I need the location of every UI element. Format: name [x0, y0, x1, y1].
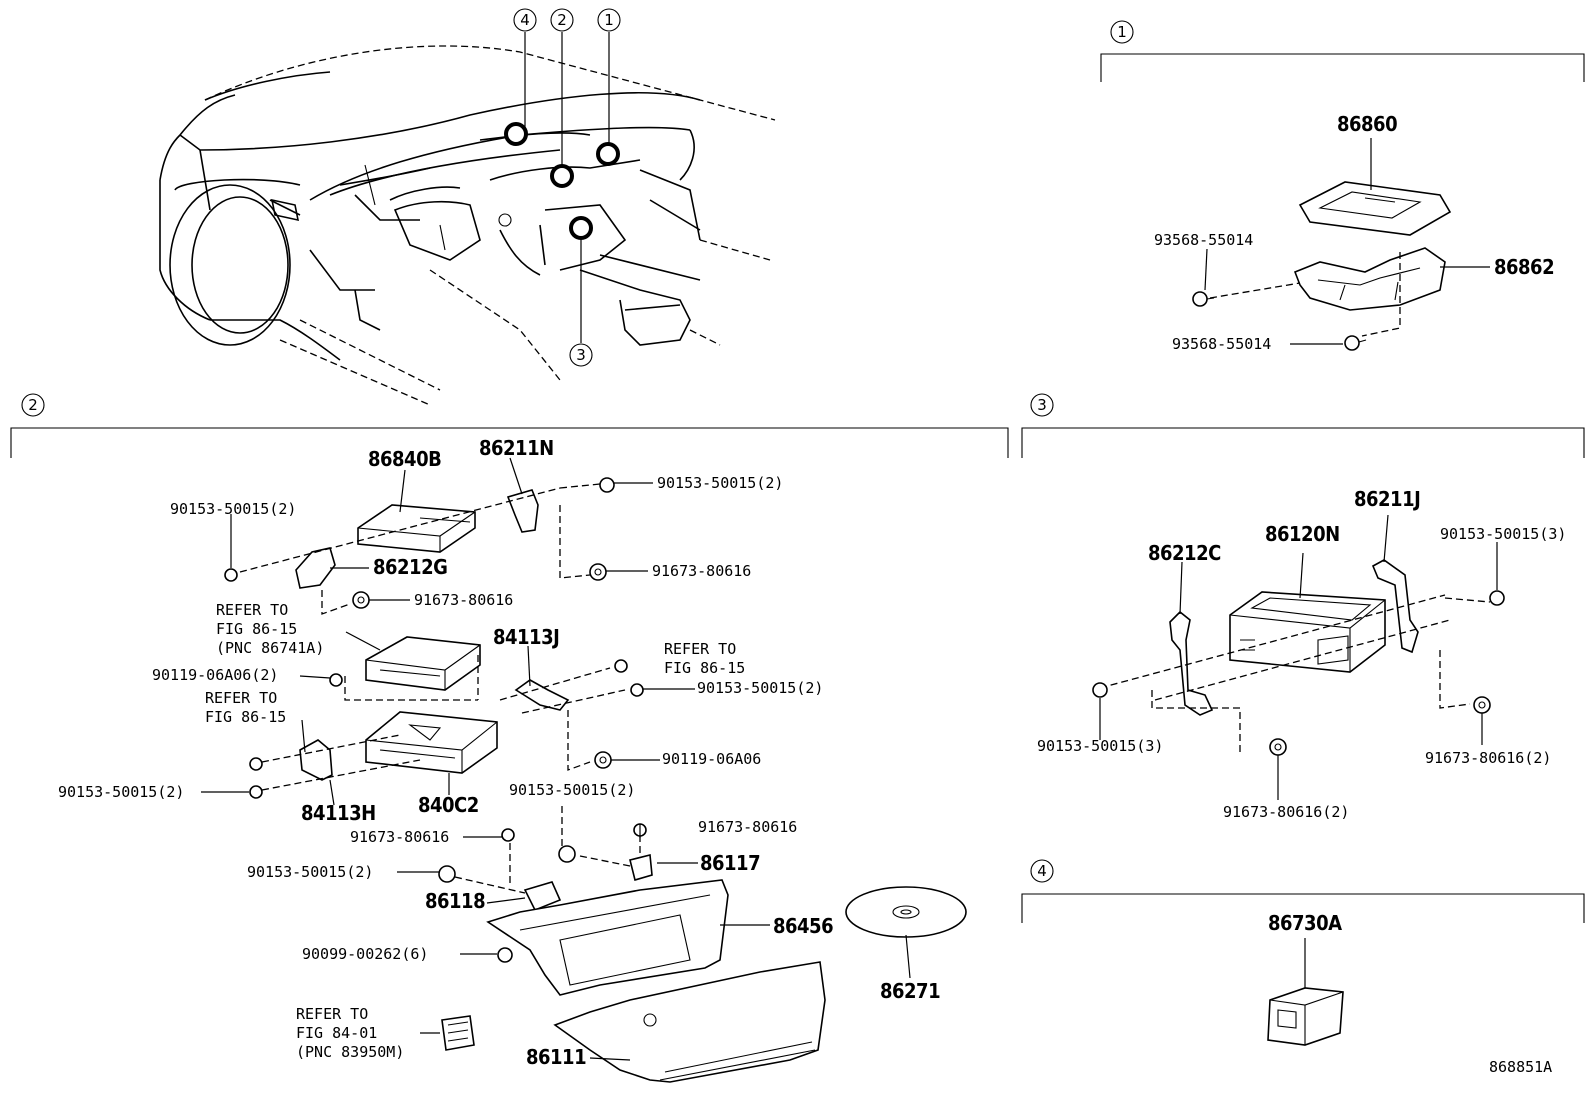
- part-86117-label: 86117: [700, 851, 760, 875]
- svg-text:4: 4: [520, 11, 530, 29]
- part-90153-50015-label: 90153-50015(3): [1440, 525, 1566, 543]
- bolt-icon: [599, 477, 615, 493]
- part-86730A-label: 86730A: [1268, 911, 1342, 935]
- part-90119-06A06-label: 90119-06A06(2): [152, 666, 278, 684]
- nut-icon: [589, 563, 607, 581]
- section-1-drawing: [1192, 138, 1490, 351]
- refer-fig-86-15-right-line1: REFER TO: [664, 640, 736, 658]
- nut-icon: [352, 591, 370, 609]
- part-86211N-label: 86211N: [479, 436, 554, 460]
- refer-83950M-line2: FIG 84-01: [296, 1024, 377, 1042]
- part-86211J-label: 86211J: [1354, 487, 1420, 511]
- refer-fig-86-15-right-line2: FIG 86-15: [664, 659, 745, 677]
- refer-83950M-line3: (PNC 83950M): [296, 1043, 404, 1061]
- part-91673-80616-label: 91673-80616(2): [1425, 749, 1551, 767]
- bolt-icon: [1092, 682, 1108, 698]
- part-90099-00262-label: 90099-00262(6): [302, 945, 428, 963]
- section-1-header: 1: [1100, 20, 1585, 82]
- overview-callout-2: 2: [550, 8, 574, 32]
- diagram-id: 868851A: [1489, 1058, 1552, 1076]
- overview-callout-1: 1: [597, 8, 621, 32]
- svg-text:2: 2: [28, 396, 38, 414]
- bolt-icon: [329, 673, 343, 687]
- bolt-icon: [630, 683, 644, 697]
- part-91673-80616-label: 91673-80616: [414, 591, 513, 609]
- section-4-drawing: [1267, 938, 1344, 1046]
- part-91673-80616-label: 91673-80616(2): [1223, 803, 1349, 821]
- refer-83950M-line1: REFER TO: [296, 1005, 368, 1023]
- part-90153-50015-label: 90153-50015(2): [247, 863, 373, 881]
- svg-text:3: 3: [1037, 396, 1047, 414]
- part-84113H-label: 84113H: [301, 801, 376, 825]
- bolt-icon: [1489, 590, 1505, 606]
- svg-text:3: 3: [576, 346, 586, 364]
- part-90153-50015-label: 90153-50015(2): [657, 474, 783, 492]
- overview-callout-3: 3: [569, 343, 593, 367]
- part-91673-80616-label: 91673-80616: [350, 828, 449, 846]
- part-86271-label: 86271: [880, 979, 940, 1003]
- part-91673-80616-label: 91673-80616: [698, 818, 797, 836]
- bolt-icon: [1192, 291, 1215, 307]
- bolt-icon: [501, 828, 515, 842]
- svg-text:2: 2: [557, 11, 567, 29]
- bolt-icon: [614, 659, 628, 673]
- part-90153-50015-label: 90153-50015(2): [170, 500, 296, 518]
- part-93568-55014-label: 93568-55014: [1172, 335, 1271, 353]
- refer-86741A-line3: (PNC 86741A): [216, 639, 324, 657]
- section-2-drawing: [201, 457, 967, 1083]
- part-86840B-label: 86840B: [368, 447, 441, 471]
- part-84113J-label: 84113J: [493, 625, 559, 649]
- overview-illustration: [159, 32, 776, 406]
- part-91673-80616-label: 91673-80616: [652, 562, 751, 580]
- nut-icon: [594, 751, 612, 769]
- part-840C2-label: 840C2: [418, 793, 479, 817]
- part-90153-50015-label: 90153-50015(3): [1037, 737, 1163, 755]
- bolt-icon: [497, 947, 513, 963]
- part-90119-06A06-label: 90119-06A06: [662, 750, 761, 768]
- part-86111-label: 86111: [526, 1045, 586, 1069]
- part-86212G-label: 86212G: [373, 555, 447, 579]
- part-90153-50015-label: 90153-50015(2): [58, 783, 184, 801]
- part-90153-50015-label: 90153-50015(2): [697, 679, 823, 697]
- overview-callout-4: 4: [513, 8, 537, 32]
- part-86118-label: 86118: [425, 889, 485, 913]
- refer-86741A-line1: REFER TO: [216, 601, 288, 619]
- refer-fig-86-15-left-line2: FIG 86-15: [205, 708, 286, 726]
- part-93568-55014-label: 93568-55014: [1154, 231, 1253, 249]
- section-4-header: 4: [1021, 859, 1585, 923]
- bolt-icon: [1344, 335, 1367, 351]
- part-86456-label: 86456: [773, 914, 833, 938]
- section-3-header: 3: [1021, 393, 1585, 458]
- svg-text:4: 4: [1037, 862, 1047, 880]
- bolt-icon: [249, 757, 263, 771]
- nut-icon: [558, 845, 576, 863]
- section-2-header: 2: [10, 393, 1009, 458]
- nut-icon: [1269, 738, 1287, 756]
- part-86212C-label: 86212C: [1148, 541, 1221, 565]
- svg-text:1: 1: [604, 11, 614, 29]
- refer-fig-86-15-left-line1: REFER TO: [205, 689, 277, 707]
- part-86860-label: 86860: [1337, 112, 1397, 136]
- refer-86741A-line2: FIG 86-15: [216, 620, 297, 638]
- section-3-drawing: [1092, 514, 1505, 800]
- bolt-icon: [224, 568, 238, 582]
- nut-icon: [438, 865, 456, 883]
- part-86120N-label: 86120N: [1265, 522, 1340, 546]
- part-90153-50015-label: 90153-50015(2): [509, 781, 635, 799]
- nut-icon: [1473, 696, 1491, 714]
- svg-text:1: 1: [1117, 23, 1127, 41]
- part-86862-label: 86862: [1494, 255, 1554, 279]
- bolt-icon: [249, 785, 263, 799]
